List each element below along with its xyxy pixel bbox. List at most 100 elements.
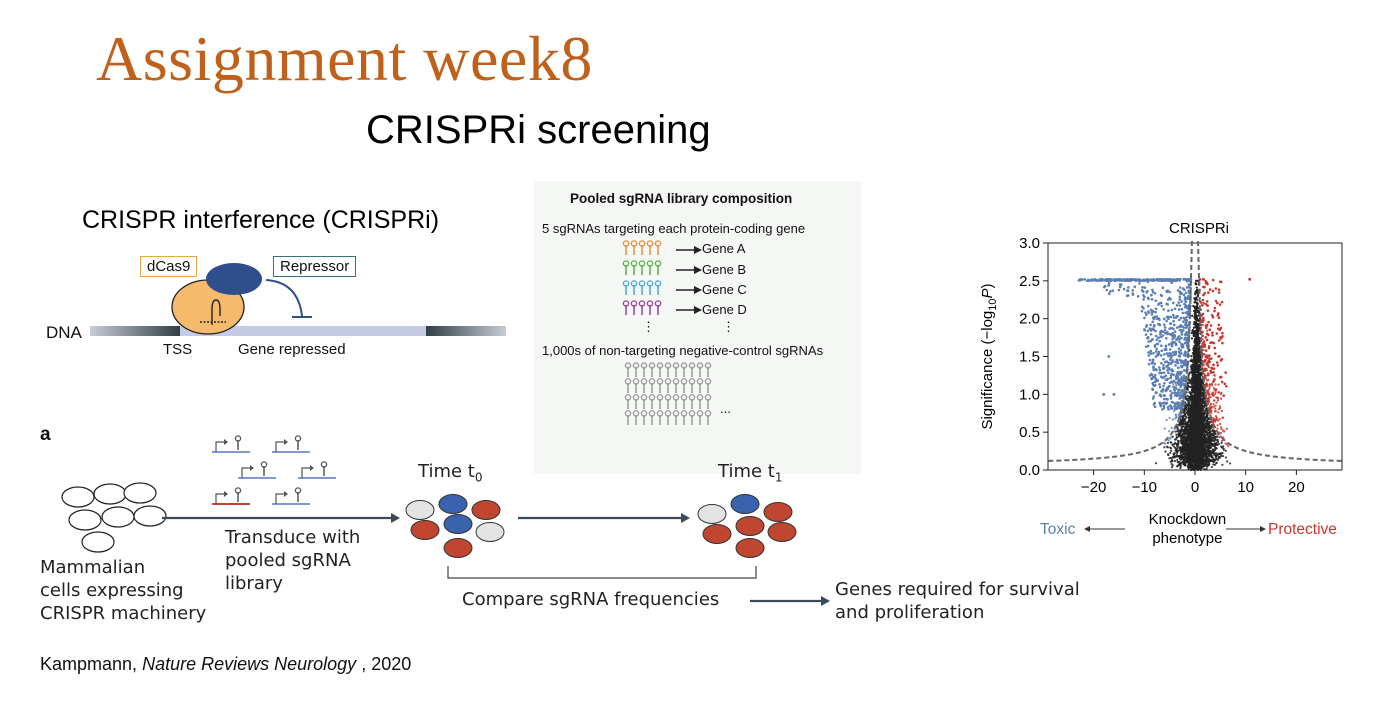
cell-t0 <box>410 520 440 540</box>
control-sgrna <box>696 410 704 425</box>
toxic-hit-point <box>1143 316 1146 320</box>
toxic-hit-point <box>1162 371 1166 374</box>
gene-point <box>1190 354 1193 358</box>
gene-point <box>1176 455 1179 458</box>
y-axis-label: Significance (−log10P) <box>979 283 999 429</box>
protective-hit-point <box>1201 334 1204 338</box>
sgrna-loop <box>630 280 638 287</box>
gene-point <box>1192 351 1196 354</box>
protective-hit-point <box>1214 299 1218 303</box>
toxic-hit-point <box>1108 292 1111 296</box>
cell-t0 <box>443 514 473 534</box>
gene-point <box>1190 382 1193 385</box>
toxic-hit-point <box>1173 330 1177 333</box>
promoter-arrowhead <box>284 439 288 445</box>
toxic-hit-point <box>1169 436 1173 439</box>
protective-hit-point <box>1203 374 1207 377</box>
sgrna-loop <box>260 461 268 468</box>
toxic-hit-point <box>1117 288 1121 292</box>
protective-hit-point <box>1207 372 1210 376</box>
toxic-hit-point <box>1160 294 1163 298</box>
toxic-hit-point <box>1186 278 1190 281</box>
toxic-hit-point <box>1162 406 1166 410</box>
toxic-hit-point <box>1168 384 1171 388</box>
control-sgrna <box>656 410 664 425</box>
cells-label-line: Mammalian <box>40 557 146 578</box>
protective-hit-point <box>1204 302 1208 306</box>
gene-point <box>1214 432 1217 436</box>
control-sgrna <box>688 410 696 425</box>
gene-point <box>1154 462 1158 465</box>
toxic-hit-point <box>1131 289 1134 292</box>
toxic-hit-point <box>1166 406 1170 409</box>
protective-hit-point <box>1218 405 1221 408</box>
sgrna-loop <box>648 394 656 401</box>
toxic-hit-point <box>1182 390 1185 394</box>
gene-sgrna <box>622 300 630 315</box>
toxic-hit-point <box>1170 308 1174 312</box>
toxic-hit-point <box>1107 281 1111 285</box>
gene-point <box>1176 464 1180 467</box>
gene-point <box>1194 292 1197 295</box>
toxic-hit-point <box>1177 308 1181 311</box>
protective-hit-point <box>1202 348 1205 352</box>
toxic-hit-point <box>1142 298 1145 301</box>
gene-point <box>1195 286 1198 289</box>
toxic-hit-point <box>1167 343 1171 346</box>
protective-hit-point <box>1211 278 1215 282</box>
sgrna-loop <box>320 461 328 468</box>
gene-point <box>1187 402 1190 406</box>
sgrna-loop <box>646 280 654 287</box>
sgrna-loop <box>688 394 696 401</box>
gene-point <box>1184 420 1187 424</box>
toxic-hit-point <box>1174 352 1178 356</box>
protective-hit-point <box>1210 382 1214 385</box>
toxic-hit-point <box>1174 364 1177 367</box>
library-composition-panel: Pooled sgRNA library composition 5 sgRNA… <box>534 181 861 474</box>
plain-cell <box>123 482 157 504</box>
gene-point <box>1224 456 1227 459</box>
sgrna-loop <box>680 362 688 369</box>
toxic-hit-point <box>1169 374 1173 377</box>
toxic-hit-point <box>1176 381 1180 384</box>
gene-point <box>1205 410 1208 413</box>
protective-hit-point <box>1202 340 1206 344</box>
toxic-hit-point <box>1162 317 1166 321</box>
gene-point <box>1171 456 1174 459</box>
gene-point <box>1211 450 1214 453</box>
control-sgrna <box>664 410 672 425</box>
toxic-hit-point <box>1150 298 1154 301</box>
toxic-hit-point <box>1155 368 1158 372</box>
toxic-hit-point <box>1113 278 1116 281</box>
protective-hit-point <box>1212 402 1215 406</box>
toxic-hit-point <box>1144 311 1147 314</box>
sgrna-loop <box>672 410 680 417</box>
toxic-hit-point <box>1176 289 1180 292</box>
toxic-hit-point <box>1127 286 1130 289</box>
cell-t1 <box>763 502 793 522</box>
toxic-hit-point <box>1172 383 1175 386</box>
toxic-hit-point <box>1181 329 1185 332</box>
toxic-hit-point <box>1079 278 1082 282</box>
gene-point <box>1195 283 1198 286</box>
gene-sgrna <box>622 260 630 275</box>
control-sgrna <box>640 378 648 393</box>
gene-point <box>1204 430 1207 433</box>
gene-point <box>1176 439 1179 442</box>
control-sgrna <box>688 378 696 393</box>
toxic-hit-point <box>1154 355 1158 358</box>
protective-hit-point <box>1217 316 1221 320</box>
gene-point <box>1205 445 1208 448</box>
toxic-hit-point <box>1182 278 1185 281</box>
y-tick-label: 0.5 <box>1019 424 1040 441</box>
plain-cell <box>101 506 135 528</box>
y-tick-label: 3.0 <box>1019 235 1040 252</box>
toxic-hit-point <box>1111 289 1115 293</box>
targeting-description: 5 sgRNAs targeting each protein-coding g… <box>542 221 806 236</box>
sgrna-loop <box>696 378 704 385</box>
gene-d-label: Gene D <box>702 302 747 317</box>
gene-point <box>1194 298 1197 301</box>
toxic-hit-point <box>1105 278 1109 282</box>
toxic-hit-point <box>1171 359 1175 362</box>
